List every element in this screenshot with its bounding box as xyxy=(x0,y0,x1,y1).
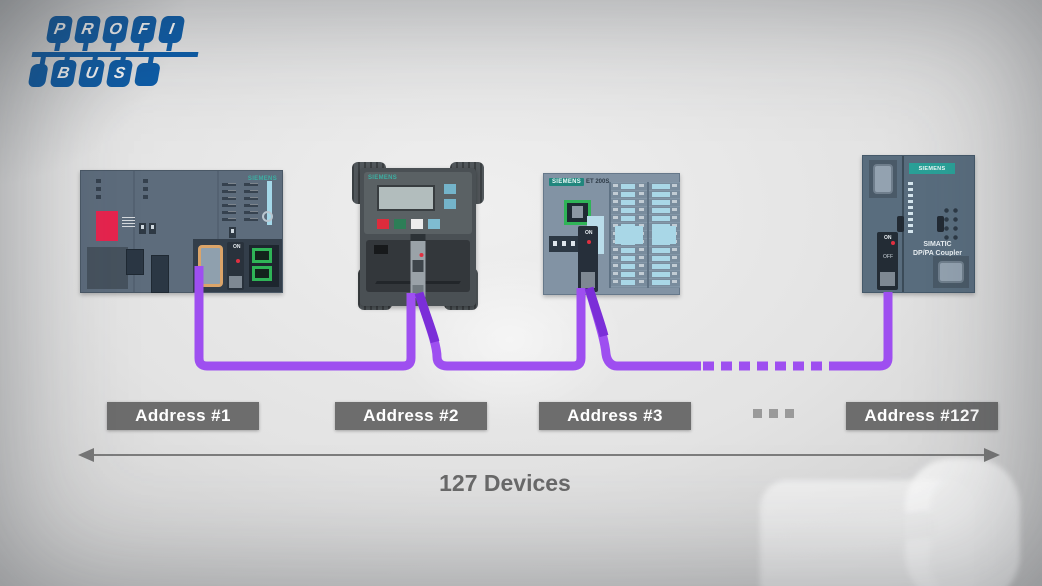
ethernet-ports xyxy=(249,245,279,287)
logo-letter-tile: U xyxy=(77,60,106,87)
ellipsis-dots xyxy=(753,409,797,418)
arrowhead-left-icon xyxy=(78,448,94,462)
logo-bottom-row: B U S xyxy=(27,60,162,87)
terminal-block xyxy=(126,249,144,275)
logo-letter-tile: B xyxy=(49,60,78,87)
arrowhead-right-icon xyxy=(984,448,1000,462)
red-led xyxy=(587,240,591,244)
rj45-port xyxy=(252,266,272,281)
diagnostic-led-strip xyxy=(908,182,913,234)
address-label-3: Address #3 xyxy=(539,402,691,430)
ghost-shape xyxy=(930,476,992,586)
span-arrow-line xyxy=(92,454,986,456)
red-led xyxy=(236,259,240,263)
panel-button xyxy=(411,219,423,229)
switch-on-label: ON xyxy=(233,244,241,250)
dsub-connector xyxy=(938,261,964,283)
operator-panel: SIEMENS xyxy=(364,172,472,234)
stop-button xyxy=(377,219,389,229)
bus-connector-module: ON xyxy=(227,242,244,290)
model-line1: SIMATIC xyxy=(923,241,952,248)
module-divider xyxy=(217,171,219,292)
logo-empty-tile xyxy=(27,64,49,87)
connector-foot xyxy=(412,285,424,295)
logo-empty-tile xyxy=(133,63,161,86)
switch-off-label: OFF xyxy=(883,254,893,260)
profibus-dsub-connector xyxy=(198,245,223,287)
terminal-block xyxy=(151,255,169,293)
mode-selector-knob xyxy=(262,211,273,222)
dsub-connector xyxy=(873,164,893,194)
device-remote-io: SIEMENS ET 200S ON xyxy=(543,173,680,295)
logo-bus-bar xyxy=(31,52,199,57)
run-button xyxy=(394,219,406,229)
io-module-column xyxy=(647,182,680,288)
bus-connector-module xyxy=(410,234,426,298)
status-leds xyxy=(143,179,148,201)
connector-foot xyxy=(581,272,595,288)
bus-connector-module: ON OFF xyxy=(877,232,898,290)
drive-body: SIEMENS xyxy=(360,168,476,306)
io-label-block xyxy=(652,226,676,244)
logo-top-row: P R O F I xyxy=(45,16,186,43)
status-led-grid xyxy=(942,206,960,240)
brand-label: SIEMENS xyxy=(549,178,585,186)
red-led xyxy=(891,241,895,245)
profibus-logo: P R O F I B U S xyxy=(27,12,205,96)
lower-cover xyxy=(87,247,128,289)
connector-cap xyxy=(410,234,426,241)
mode-switch xyxy=(139,223,146,234)
cpu-led-column xyxy=(222,183,236,225)
module-divider xyxy=(133,171,135,292)
model-line2: DP/PA Coupler xyxy=(912,250,962,257)
logo-letter-tile: F xyxy=(129,16,158,43)
lcd-display xyxy=(377,185,435,211)
interface-zone: ON xyxy=(193,239,282,292)
mode-selector-slider xyxy=(267,181,272,225)
devices-count-label: 127 Devices xyxy=(439,470,571,496)
address-label-1: Address #1 xyxy=(107,402,259,430)
brand-label: SIEMENS xyxy=(368,175,398,181)
address-label-2: Address #2 xyxy=(335,402,487,430)
io-label-block xyxy=(615,226,643,244)
mode-switch xyxy=(229,227,236,238)
bus-connector-module: ON xyxy=(578,226,598,292)
logo-letter-tile: P xyxy=(45,16,74,43)
panel-button xyxy=(444,184,456,194)
brand-label: SIEMENS xyxy=(909,163,955,174)
model-label: SIMATIC DP/PA Coupler xyxy=(903,240,972,258)
logo-letter-tile: R xyxy=(73,16,102,43)
device-plc-controller: SIEMENS ON xyxy=(80,170,283,293)
mode-switch xyxy=(149,223,156,234)
ethernet-port xyxy=(564,200,591,225)
panel-button xyxy=(428,219,440,229)
terminal-cover xyxy=(374,245,388,254)
power-module-text xyxy=(122,217,135,227)
cpu-led-column xyxy=(244,183,258,225)
cable-segment-to-127 xyxy=(833,292,893,371)
model-label: ET 200S xyxy=(586,179,610,185)
connector-mid xyxy=(412,260,424,272)
connector-foot xyxy=(229,276,242,288)
watermark-ghost-image xyxy=(745,458,1035,586)
device-drive: SIEMENS xyxy=(352,162,484,310)
power-module-button xyxy=(96,211,118,241)
switch-on-label: ON xyxy=(585,230,593,236)
status-leds xyxy=(96,179,101,201)
io-module-column xyxy=(609,182,647,288)
device-dp-pa-coupler: SIEMENS SIMATIC DP/PA Coupler ON OFF xyxy=(862,155,975,293)
logo-letter-tile: S xyxy=(105,60,134,87)
red-led xyxy=(419,253,424,257)
brand-label: SIEMENS xyxy=(247,176,277,182)
mounting-clip xyxy=(937,216,944,232)
connector-foot xyxy=(880,272,895,286)
rj45-port xyxy=(252,248,272,263)
logo-letter-tile: O xyxy=(101,16,130,43)
address-label-127: Address #127 xyxy=(846,402,998,430)
logo-letter-tile: I xyxy=(157,16,186,43)
switch-on-label: ON xyxy=(884,235,892,241)
panel-button xyxy=(444,199,456,209)
mounting-clip xyxy=(897,216,904,232)
